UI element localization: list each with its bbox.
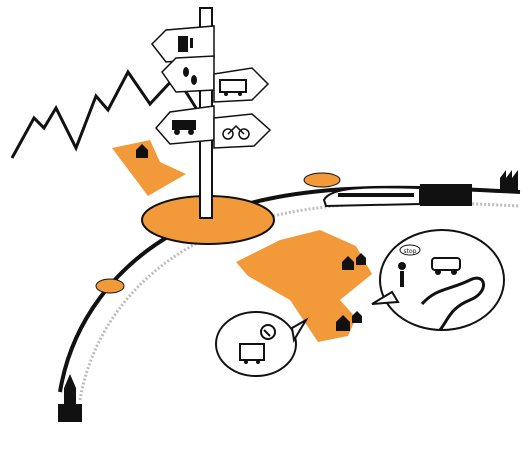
bus-icon	[240, 344, 264, 364]
sign-car	[156, 106, 214, 144]
sign-bus	[214, 68, 268, 102]
sign-bike	[214, 114, 270, 148]
hamlet-area-left	[112, 140, 186, 196]
factory-icon	[500, 170, 518, 192]
stop-node-right	[304, 173, 340, 187]
stop-node-left	[96, 279, 124, 293]
phone-icon	[261, 325, 275, 339]
hitchhiking-sign-text: stop	[404, 248, 417, 255]
bus-phone-bubble	[216, 312, 306, 376]
hitchhiking-bubble: stop	[372, 230, 504, 330]
